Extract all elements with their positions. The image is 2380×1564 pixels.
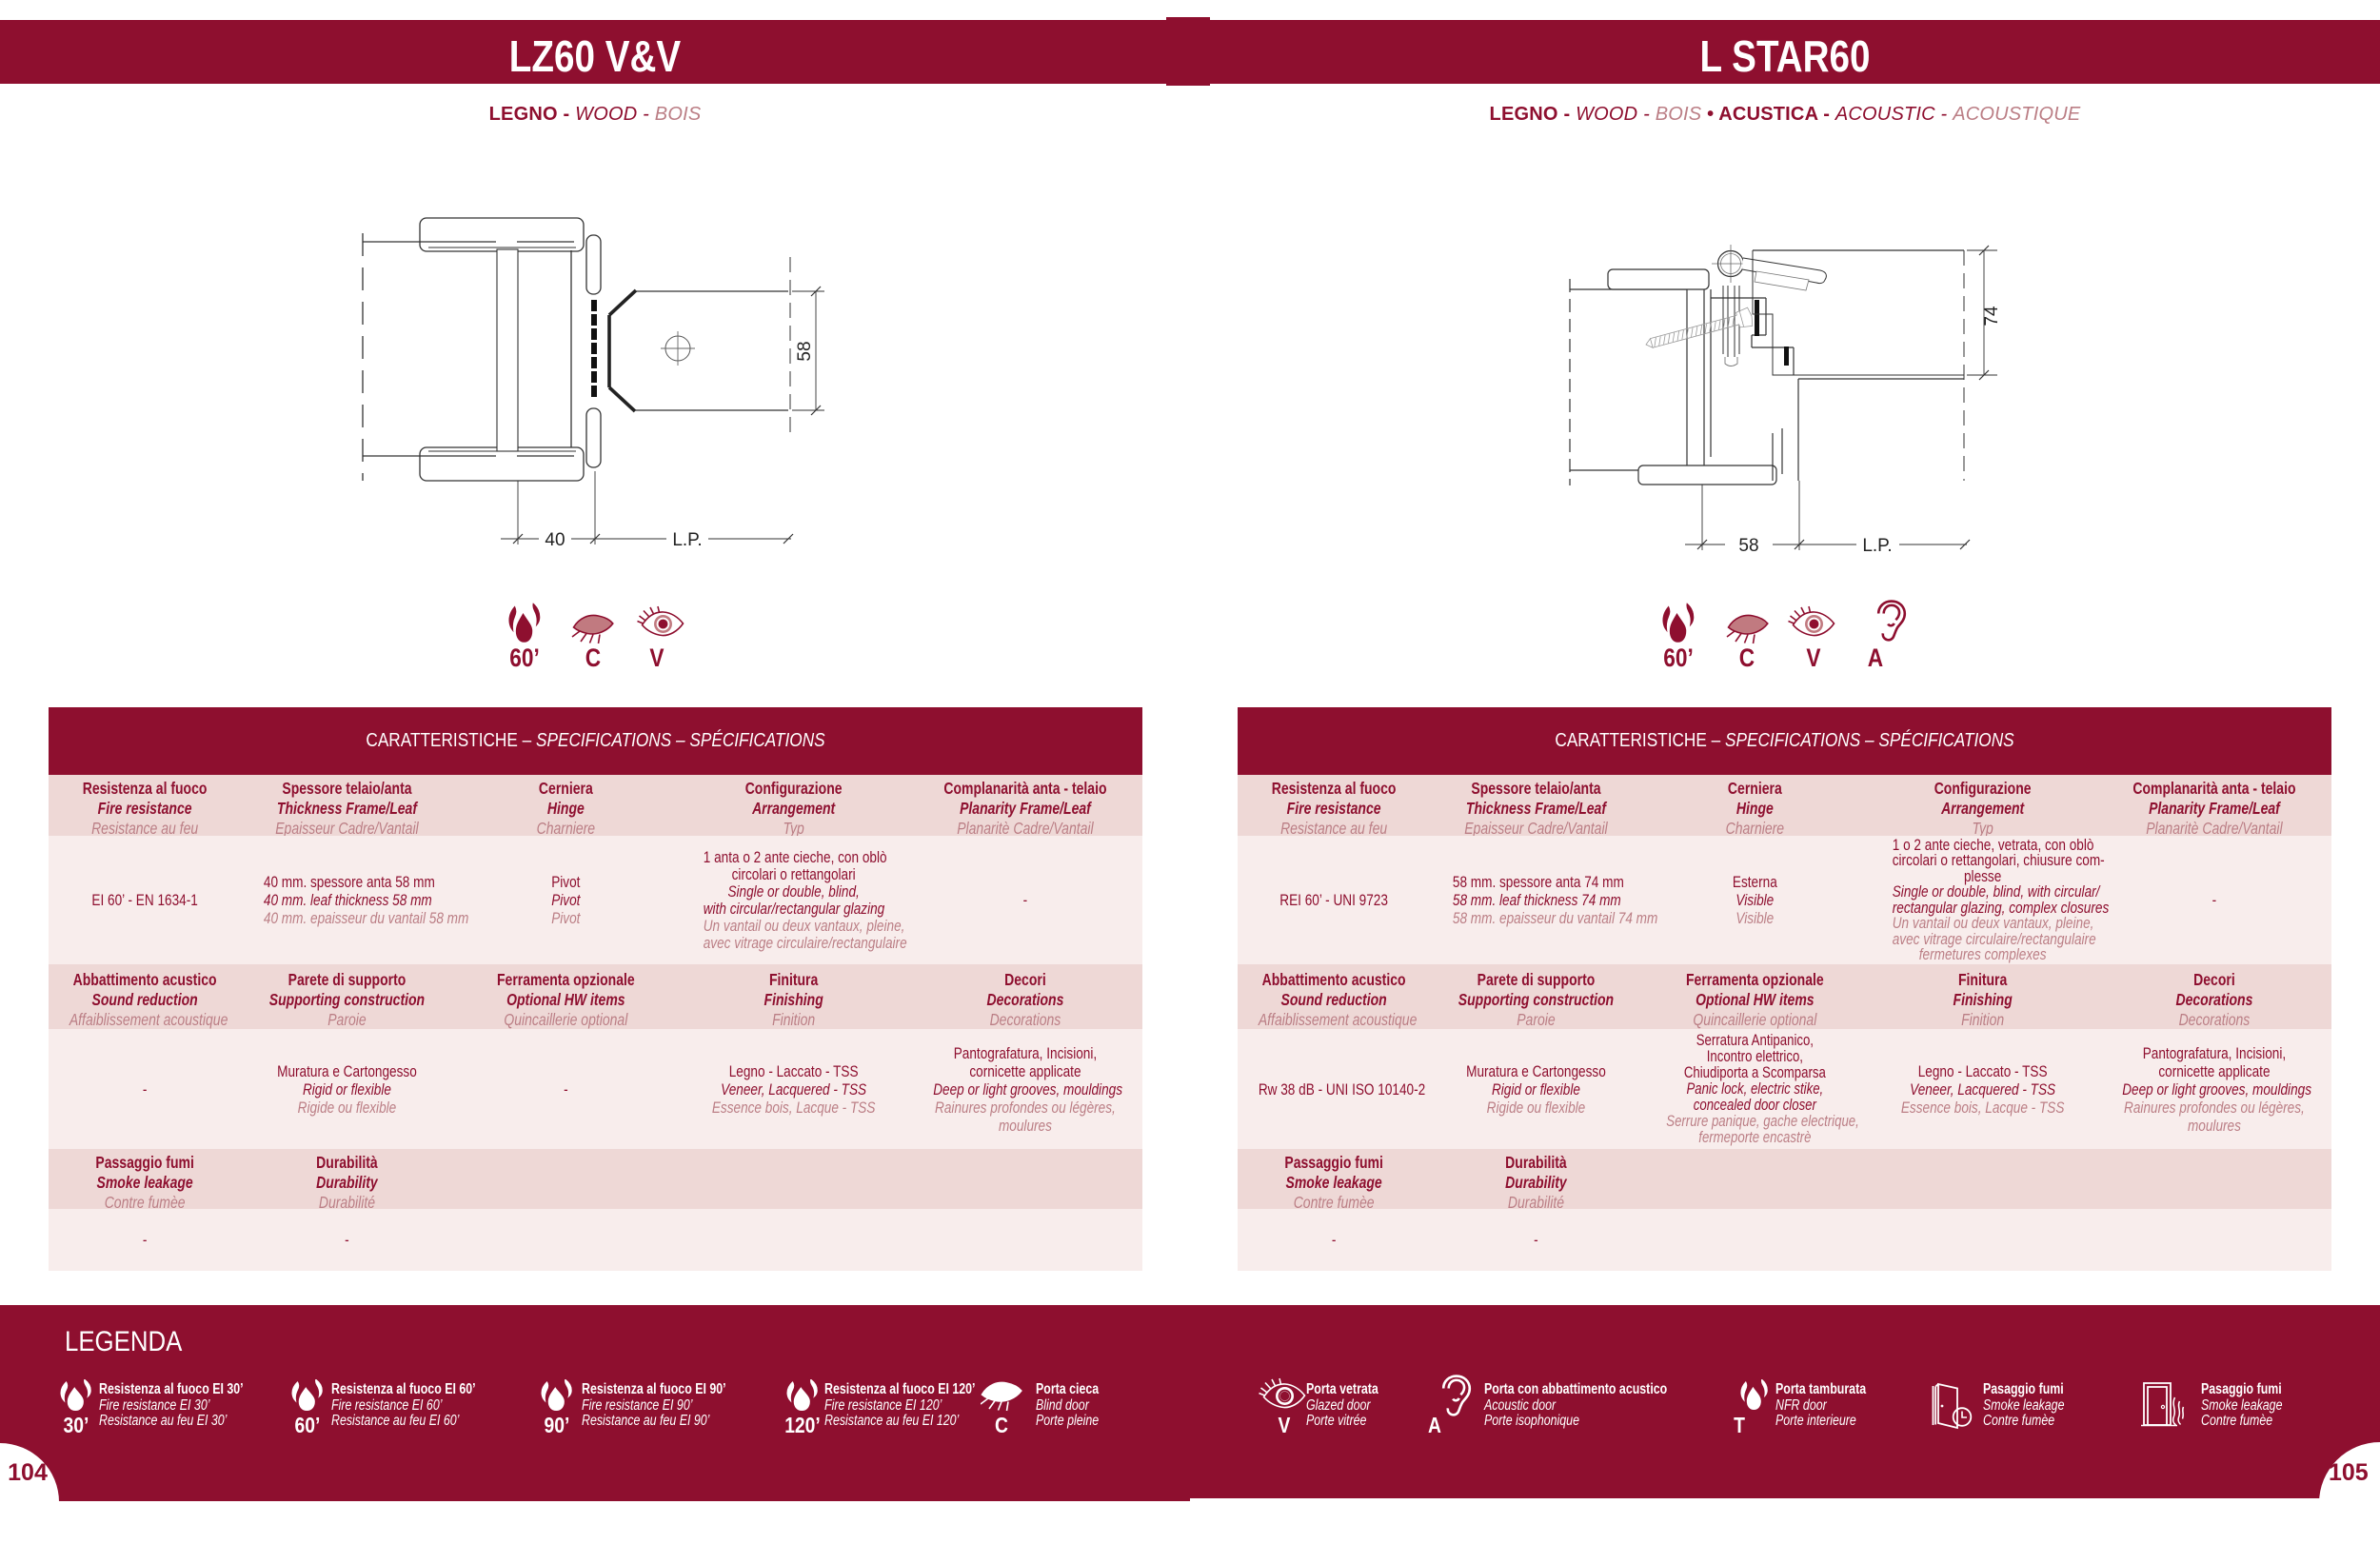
svg-text:74: 74 [1982, 306, 2002, 327]
svg-text:40: 40 [545, 530, 565, 550]
svg-text:58: 58 [1738, 536, 1758, 556]
svg-text:58: 58 [795, 341, 815, 361]
svg-text:L.P.: L.P. [672, 530, 702, 550]
svg-text:L.P.: L.P. [1862, 536, 1892, 556]
